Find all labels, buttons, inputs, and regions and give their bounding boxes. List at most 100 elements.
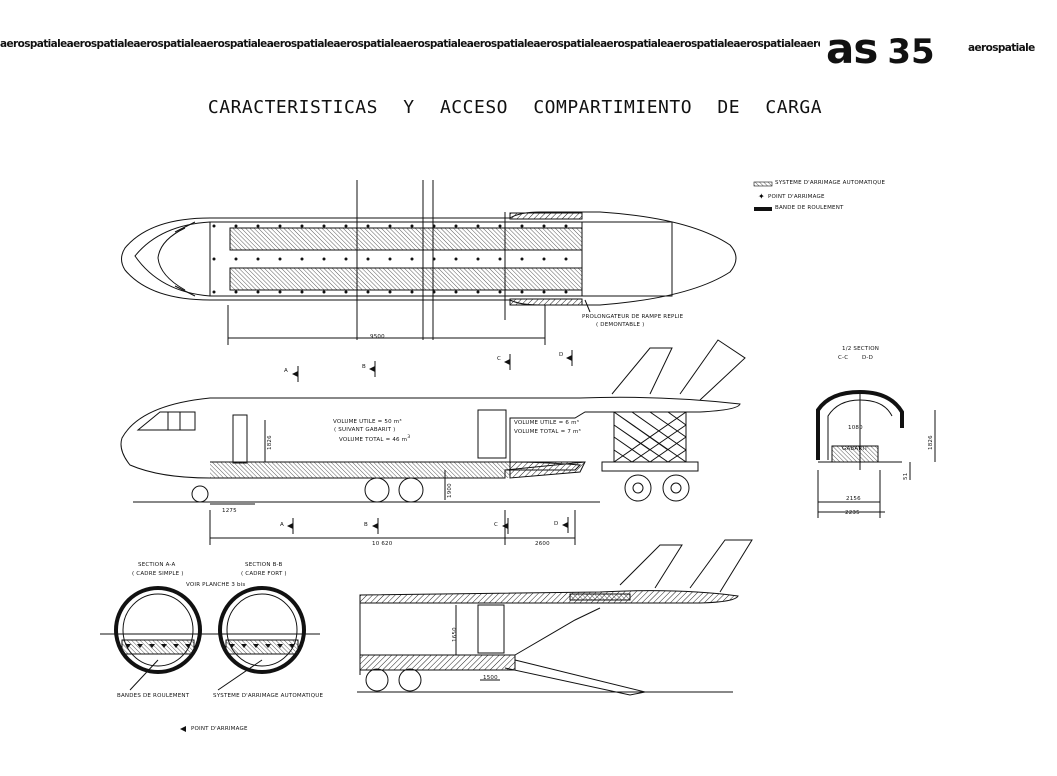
tie-point-dot bbox=[454, 257, 458, 261]
station-d-bottom: D bbox=[554, 521, 559, 527]
tie-point-dot bbox=[366, 224, 370, 228]
tie-point-dot bbox=[542, 290, 546, 294]
side-view bbox=[120, 339, 746, 545]
tie-point-dot bbox=[410, 257, 414, 261]
half-section-dd: D-D bbox=[862, 355, 874, 361]
section-a-sub: ( CADRE SIMPLE ) bbox=[132, 571, 184, 577]
useful-volume-label: VOLUME UTILE = 50 m³ bbox=[333, 419, 402, 425]
tie-point-dot bbox=[300, 257, 304, 261]
tie-point-dot bbox=[564, 290, 568, 294]
section-tie-points bbox=[125, 644, 295, 648]
half-section-cc: C-C bbox=[838, 355, 849, 361]
dim-51: 51 bbox=[903, 472, 909, 480]
tie-point-dot bbox=[366, 257, 370, 261]
station-markers bbox=[180, 350, 573, 732]
station-c-bottom: C bbox=[494, 522, 499, 528]
legend-roller-band: BANDE DE ROULEMENT bbox=[775, 205, 844, 211]
tie-point-dot bbox=[498, 224, 502, 228]
station-b-top: B bbox=[362, 364, 366, 370]
tie-point-dot bbox=[564, 257, 568, 261]
logo-letters: as bbox=[826, 24, 878, 73]
dim-1650: 1650 bbox=[452, 627, 458, 642]
tie-point-dot bbox=[256, 290, 260, 294]
ramp-total-volume-label: VOLUME TOTAL = 7 m³ bbox=[514, 429, 581, 435]
tie-point-dot bbox=[278, 290, 282, 294]
dim-1275: 1275 bbox=[222, 508, 237, 514]
tie-point-dot bbox=[388, 224, 392, 228]
svg-text:✦: ✦ bbox=[758, 192, 765, 201]
dim-2600: 2600 bbox=[535, 541, 550, 547]
total-volume-exponent: 3 bbox=[407, 435, 411, 440]
top-tie-points bbox=[212, 224, 568, 294]
tie-point-dot bbox=[234, 290, 238, 294]
gauge-label: GABARIT bbox=[842, 446, 868, 452]
section-b-sub: ( CADRE FORT ) bbox=[241, 571, 287, 577]
logo-number: 35 bbox=[887, 32, 935, 72]
tie-point-dot bbox=[388, 290, 392, 294]
section-views bbox=[100, 586, 320, 691]
tie-point-dot bbox=[432, 224, 436, 228]
tie-point-dot bbox=[322, 257, 326, 261]
station-a-top: A bbox=[284, 368, 288, 374]
section-tie-point-dot bbox=[185, 644, 191, 648]
section-a-title: SECTION A-A bbox=[138, 562, 176, 568]
section-tie-point-dot bbox=[161, 644, 167, 648]
tie-point-dot bbox=[212, 257, 216, 261]
tie-point-dot bbox=[454, 290, 458, 294]
dim-2235: 2235 bbox=[845, 510, 860, 516]
tie-point-dot bbox=[322, 290, 326, 294]
tie-point-dot bbox=[410, 224, 414, 228]
ramp-useful-volume-label: VOLUME UTILE = 6 m³ bbox=[514, 420, 580, 426]
total-volume-label: VOLUME TOTAL = 46 m3 bbox=[339, 435, 410, 443]
tie-point-dot bbox=[212, 224, 216, 228]
tie-point-dot bbox=[498, 290, 502, 294]
dim-9500: 9500 bbox=[370, 334, 385, 340]
tie-point-dot bbox=[520, 290, 524, 294]
tie-point-dot bbox=[366, 290, 370, 294]
roller-bands-label: BANDES DE ROULEMENT bbox=[117, 693, 190, 699]
ramp-view bbox=[357, 539, 753, 696]
per-gauge-label: ( SUIVANT GABARIT ) bbox=[334, 427, 396, 433]
page-title: CARACTERISTICAS Y ACCESO COMPARTIMIENTO … bbox=[207, 97, 823, 118]
dim-10620: 10 620 bbox=[372, 541, 393, 547]
section-b-title: SECTION B-B bbox=[245, 562, 283, 568]
station-d-top: D bbox=[559, 352, 564, 358]
tie-point-dot bbox=[498, 257, 502, 261]
floor-note: VOIR PLANCHE 3 bis bbox=[186, 582, 246, 588]
tie-point-dot bbox=[432, 290, 436, 294]
section-tie-point-dot bbox=[253, 644, 259, 648]
station-c-top: C bbox=[497, 356, 502, 362]
total-volume-text: VOLUME TOTAL = 46 m bbox=[339, 436, 408, 443]
tie-point-dot bbox=[344, 224, 348, 228]
tie-point-dot bbox=[542, 257, 546, 261]
dim-1826-side: 1826 bbox=[267, 435, 273, 450]
station-a-bottom: A bbox=[280, 522, 284, 528]
dim-1826-section: 1826 bbox=[928, 435, 934, 450]
section-tie-point-dot bbox=[289, 644, 295, 648]
ramp-extension-label: PROLONGATEUR DE RAMPE REPLIE bbox=[582, 314, 684, 320]
legend-tie-point: POINT D'ARRIMAGE bbox=[768, 194, 825, 200]
dim-1900-side: 1900 bbox=[447, 483, 453, 498]
tie-point-dot bbox=[388, 257, 392, 261]
tie-point-dot bbox=[542, 224, 546, 228]
half-section-title: 1/2 SECTION bbox=[842, 346, 880, 352]
tie-point-dot bbox=[278, 224, 282, 228]
tie-point-dot bbox=[300, 290, 304, 294]
tie-point-dot bbox=[234, 224, 238, 228]
tie-point-label: POINT D'ARRIMAGE bbox=[191, 726, 248, 732]
tie-point-dot bbox=[520, 257, 524, 261]
dim-1080: 1080 bbox=[848, 425, 863, 431]
tie-point-dot bbox=[344, 257, 348, 261]
brand-strip-right: aerospatiale bbox=[968, 42, 1035, 54]
brand-strip: aerospatialeaerospatialeaerospatialeaero… bbox=[0, 38, 820, 50]
tie-point-dot bbox=[212, 290, 216, 294]
removable-label: ( DEMONTABLE ) bbox=[596, 322, 645, 328]
auto-system-label: SYSTEME D'ARRIMAGE AUTOMATIQUE bbox=[213, 693, 324, 699]
section-tie-point-dot bbox=[137, 644, 143, 648]
tie-point-dot bbox=[520, 224, 524, 228]
section-tie-point-dot bbox=[229, 644, 235, 648]
section-tie-point-dot bbox=[125, 644, 131, 648]
section-tie-point-dot bbox=[149, 644, 155, 648]
dim-2156: 2156 bbox=[846, 496, 861, 502]
